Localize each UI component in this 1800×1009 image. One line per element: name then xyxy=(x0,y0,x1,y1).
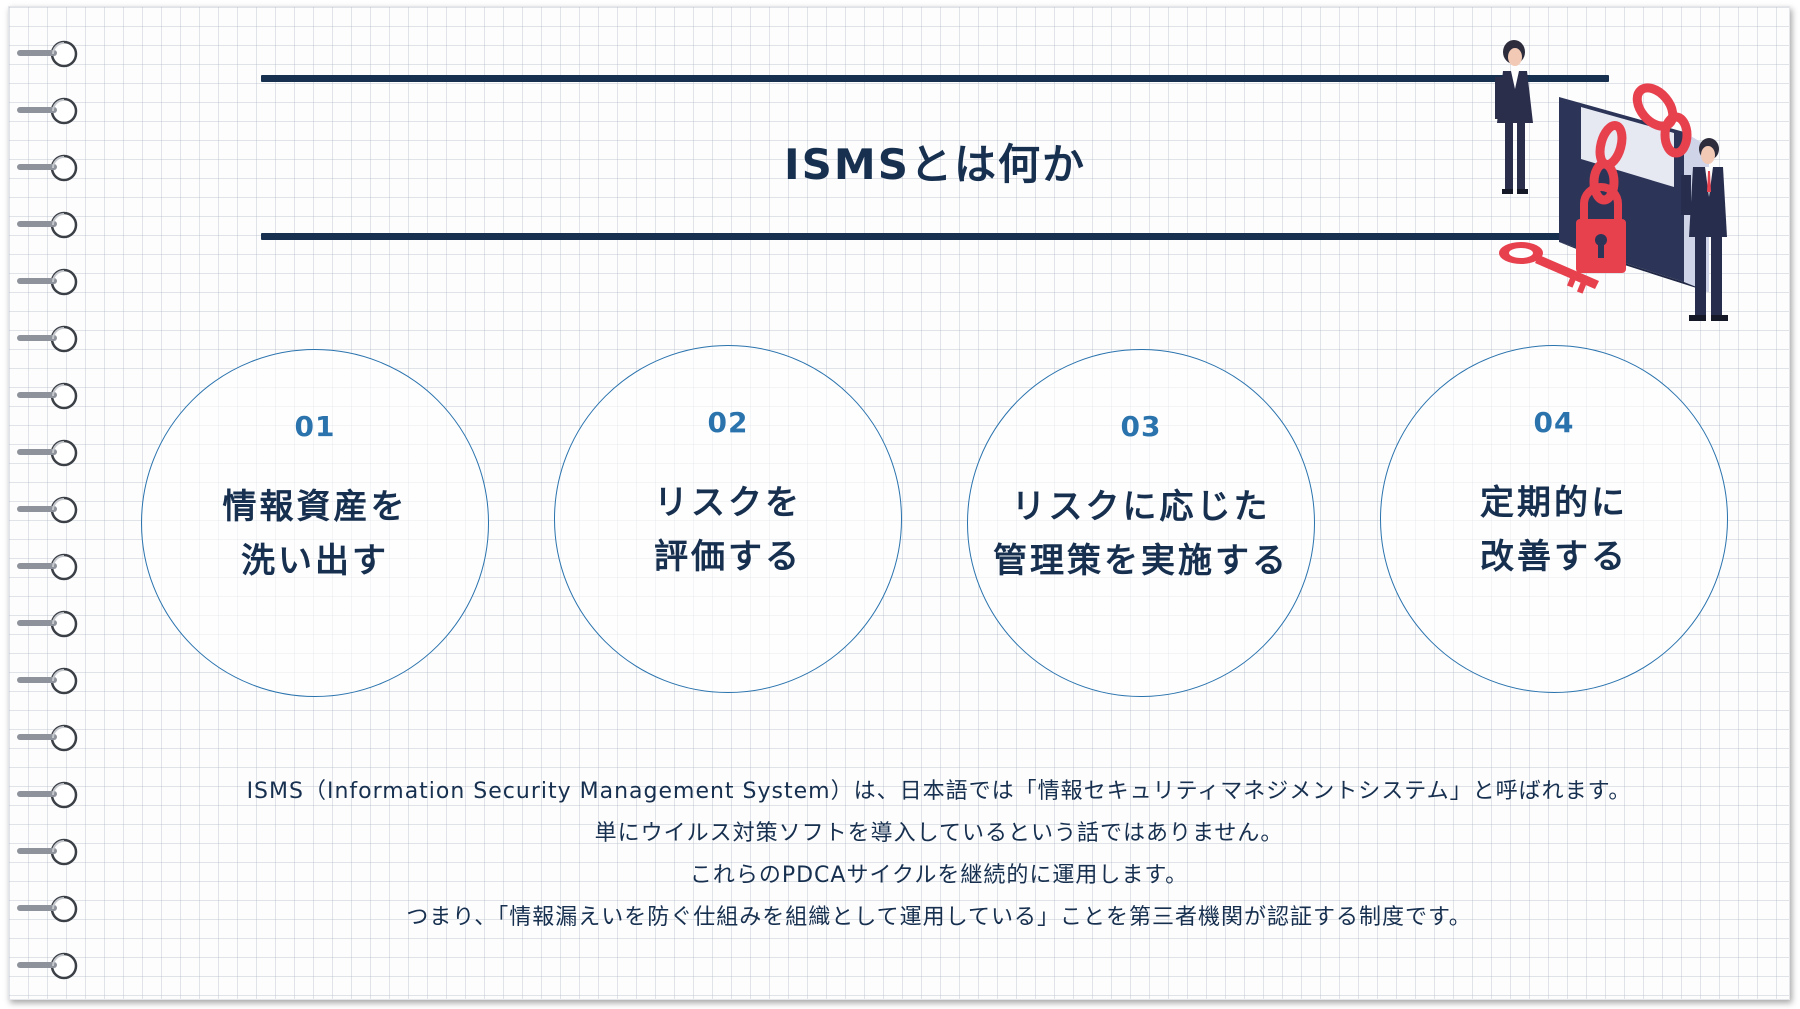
page-title: ISMSとは何か xyxy=(784,140,1086,189)
binding-ring xyxy=(17,325,78,353)
binding-ring xyxy=(17,667,78,695)
binding-ring xyxy=(17,838,78,866)
step-label-line: 情報資産を xyxy=(222,487,408,527)
step-label-line: リスクを xyxy=(654,483,802,523)
step-label: リスクに応じた 管理策を実施する xyxy=(968,480,1314,588)
step-number: 03 xyxy=(1120,410,1162,443)
step-label-line: 評価する xyxy=(654,537,802,577)
step-circle-3: 03 リスクに応じた 管理策を実施する xyxy=(967,349,1315,697)
chain-icon xyxy=(1589,83,1692,205)
binding-ring xyxy=(17,553,78,581)
binding-ring xyxy=(17,382,78,410)
step-label-line: リスクに応じた xyxy=(1011,487,1271,527)
grid-paper: ISMSとは何か xyxy=(8,6,1790,1000)
description-line: これらのPDCAサイクルを継続的に運用します。 xyxy=(689,863,1189,888)
padlock-icon xyxy=(1576,183,1626,273)
binding-ring xyxy=(17,610,78,638)
binding-ring xyxy=(17,40,78,68)
step-label-line: 定期的に xyxy=(1480,483,1628,523)
step-circle-2: 02 リスクを 評価する xyxy=(554,345,902,693)
step-circle-1: 01 情報資産を 洗い出す xyxy=(141,349,489,697)
step-number: 02 xyxy=(707,406,749,439)
step-label-line: 改善する xyxy=(1480,537,1628,577)
spiral-binding xyxy=(17,37,81,997)
step-number: 01 xyxy=(294,410,336,443)
step-label: リスクを 評価する xyxy=(555,476,901,584)
binding-ring xyxy=(17,97,78,125)
binding-ring xyxy=(17,211,78,239)
key-icon xyxy=(1499,242,1599,294)
security-illustration xyxy=(1495,40,1728,321)
binding-ring xyxy=(17,154,78,182)
description-line: つまり、「情報漏えいを防ぐ仕組みを組織として運用している」ことを第三者機関が認証… xyxy=(406,905,1472,930)
binding-ring xyxy=(17,781,78,809)
title-top-rule xyxy=(261,75,1609,82)
binding-ring xyxy=(17,724,78,752)
step-circle-4: 04 定期的に 改善する xyxy=(1380,345,1728,693)
step-label: 定期的に 改善する xyxy=(1381,476,1727,584)
description-line: ISMS（Information Security Management Sys… xyxy=(246,779,1632,804)
binding-ring xyxy=(17,496,78,524)
binding-ring xyxy=(17,439,78,467)
businesswoman-icon xyxy=(1495,40,1533,194)
binding-ring xyxy=(17,952,78,980)
description-line: 単にウイルス対策ソフトを導入しているという話ではありません。 xyxy=(594,821,1284,846)
step-label-line: 管理策を実施する xyxy=(993,541,1289,581)
description: ISMS（Information Security Management Sys… xyxy=(189,771,1689,939)
binding-ring xyxy=(17,895,78,923)
title-bottom-rule xyxy=(261,233,1609,240)
step-label: 情報資産を 洗い出す xyxy=(142,480,488,588)
step-label-line: 洗い出す xyxy=(241,541,389,581)
step-number: 04 xyxy=(1533,406,1575,439)
businessman-icon xyxy=(1681,138,1728,321)
binding-ring xyxy=(17,268,78,296)
